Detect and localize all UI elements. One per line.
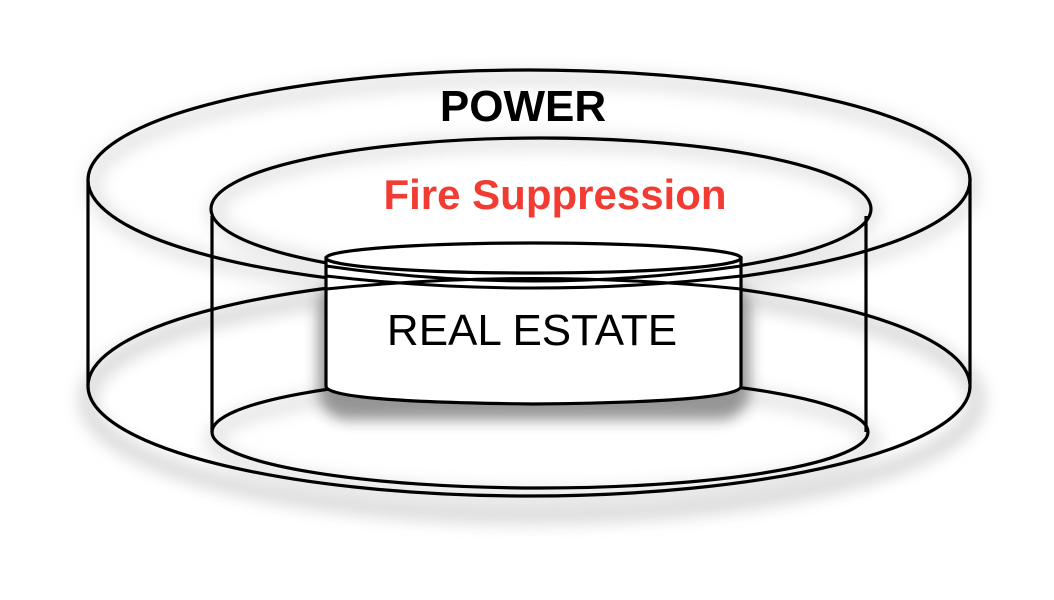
label-real-estate: REAL ESTATE [387, 306, 677, 355]
middle-top-ellipse-front-arc [325, 264, 742, 283]
outer-top-ellipse-front-arc [325, 274, 742, 290]
outer-bottom-ellipse-back-arc [325, 277, 742, 291]
label-fire-suppression: Fire Suppression [383, 171, 726, 218]
inner-body [324, 256, 743, 406]
inner-top-ellipse [324, 241, 743, 275]
inner-cylinder-real-estate [324, 241, 743, 406]
label-power: POWER [440, 82, 606, 131]
